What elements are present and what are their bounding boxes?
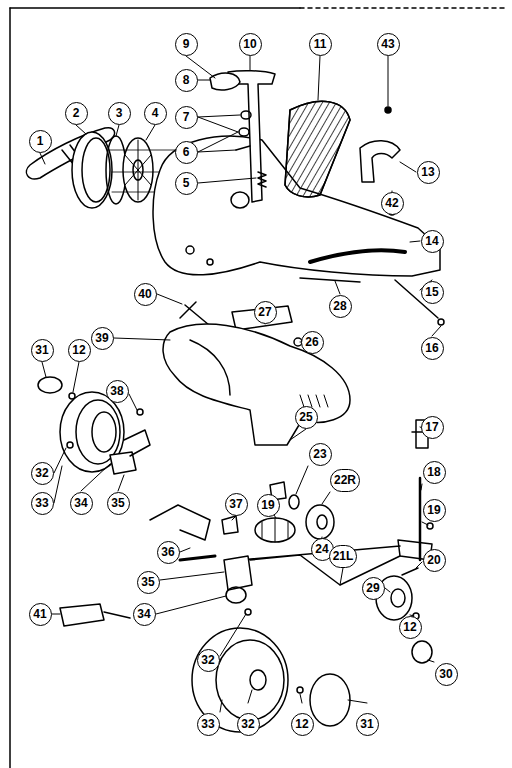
callout-number: 11 xyxy=(309,33,332,56)
callout-number: 20 xyxy=(423,549,446,572)
callout-number: 40 xyxy=(134,283,157,306)
callout-number: 33 xyxy=(31,492,54,515)
callout-number: 1 xyxy=(29,130,52,153)
callout-number: 32 xyxy=(197,649,220,672)
callout-number: 13 xyxy=(417,161,440,184)
callout-number: 31 xyxy=(31,339,54,362)
callout-number: 3 xyxy=(108,102,131,125)
callout-number: 43 xyxy=(377,33,400,56)
callout-number: 23 xyxy=(309,443,332,466)
callout-number: 29 xyxy=(362,577,385,600)
callout-number: 28 xyxy=(329,295,352,318)
callout-number: 30 xyxy=(435,663,458,686)
callout-number: 10 xyxy=(239,33,262,56)
callout-number: 34 xyxy=(70,492,93,515)
callout-number: 14 xyxy=(421,230,444,253)
callout-number: 32 xyxy=(31,462,54,485)
callout-number: 17 xyxy=(421,416,444,439)
callout-number: 33 xyxy=(197,713,220,736)
callout-number: 22R xyxy=(330,469,360,492)
callout-number: 34 xyxy=(133,603,156,626)
callout-number: 31 xyxy=(356,713,379,736)
callout-number: 18 xyxy=(423,461,446,484)
callout-number: 39 xyxy=(91,327,114,350)
callout-number: 15 xyxy=(421,281,444,304)
callout-number: 42 xyxy=(381,192,404,215)
callout-number: 37 xyxy=(225,493,248,516)
callout-number: 12 xyxy=(68,339,91,362)
callout-number: 9 xyxy=(175,33,198,56)
callout-number: 19 xyxy=(257,494,280,517)
callout-number: 12 xyxy=(291,713,314,736)
callout-number: 4 xyxy=(144,102,167,125)
callout-number: 21L xyxy=(329,545,358,568)
callout-number: 36 xyxy=(157,541,180,564)
callout-number: 32 xyxy=(237,713,260,736)
callout-number: 2 xyxy=(65,102,88,125)
callout-number: 25 xyxy=(295,406,318,429)
callout-number: 35 xyxy=(107,492,130,515)
callout-number: 7 xyxy=(175,106,198,129)
callout-number: 8 xyxy=(175,69,198,92)
callout-number: 6 xyxy=(175,141,198,164)
callout-number: 19 xyxy=(423,499,446,522)
callout-number: 16 xyxy=(421,337,444,360)
callout-number: 12 xyxy=(399,616,422,639)
callout-number: 26 xyxy=(301,331,324,354)
callout-number: 5 xyxy=(175,172,198,195)
callout-number: 35 xyxy=(137,571,160,594)
callout-number: 38 xyxy=(106,380,129,403)
callout-number: 41 xyxy=(29,603,52,626)
callout-number: 27 xyxy=(254,301,277,324)
